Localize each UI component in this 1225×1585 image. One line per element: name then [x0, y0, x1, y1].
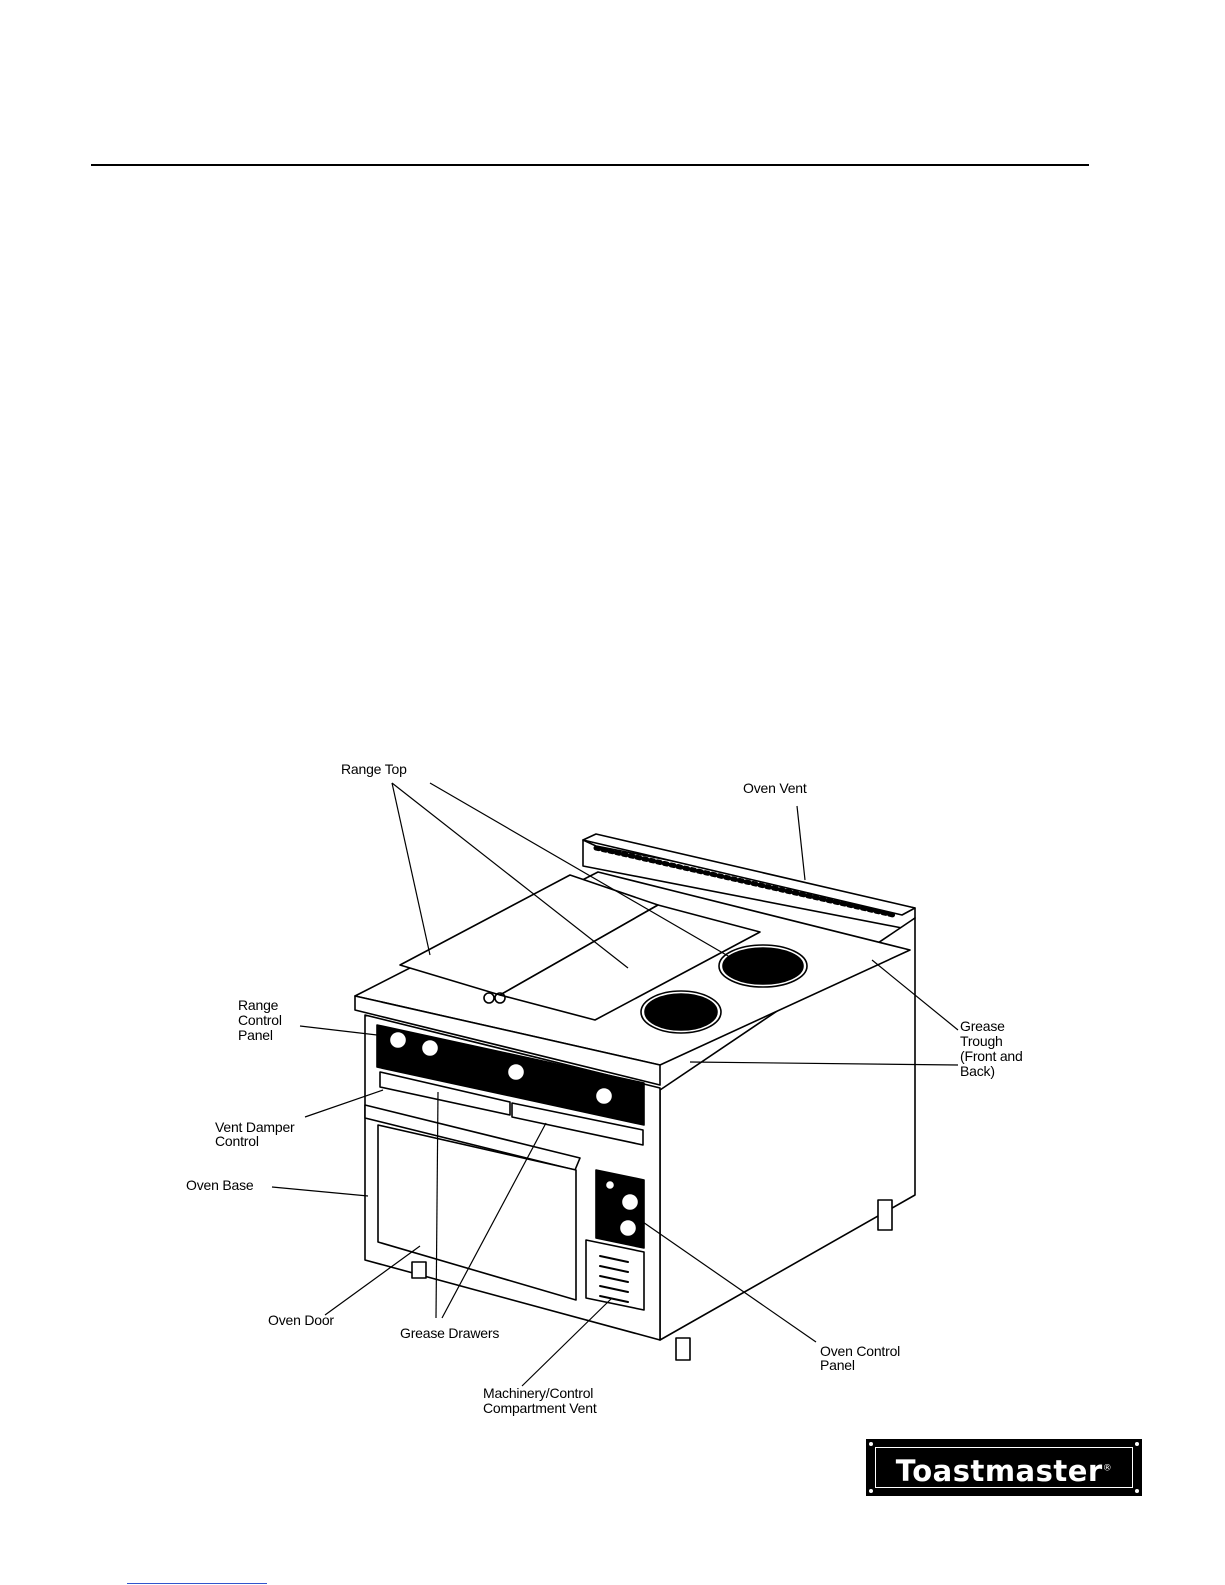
- label-oven-door: Oven Door: [268, 1313, 334, 1328]
- label-grease-trough-3: (Front and: [960, 1049, 1023, 1064]
- label-oven-vent: Oven Vent: [743, 781, 807, 796]
- label-oven-base: Oven Base: [186, 1178, 253, 1193]
- rivet-icon: [1135, 1489, 1139, 1493]
- label-grease-trough-1: Grease: [960, 1019, 1005, 1034]
- label-grease-drawers: Grease Drawers: [400, 1326, 499, 1341]
- footer-link-underline: [127, 1583, 267, 1584]
- rivet-icon: [869, 1489, 873, 1493]
- logo-text: Toastmaster®: [876, 1454, 1132, 1488]
- label-grease-trough-2: Trough: [960, 1034, 1003, 1049]
- label-range-top: Range Top: [341, 762, 407, 777]
- label-machinery-vent-1: Machinery/Control: [483, 1386, 593, 1401]
- logo-wordmark: Toastmaster: [896, 1454, 1103, 1488]
- rivet-icon: [1135, 1442, 1139, 1446]
- oven-control-panel: [596, 1170, 644, 1248]
- registered-mark: ®: [1103, 1463, 1113, 1473]
- label-range-control-panel-3: Panel: [238, 1028, 273, 1043]
- toastmaster-logo: Toastmaster®: [866, 1439, 1142, 1496]
- label-grease-trough-4: Back): [960, 1064, 995, 1079]
- rivet-icon: [869, 1442, 873, 1446]
- label-machinery-vent-2: Compartment Vent: [483, 1401, 597, 1416]
- label-range-control-panel-1: Range: [238, 998, 278, 1013]
- label-range-control-panel-2: Control: [238, 1013, 282, 1028]
- label-oven-control-panel-2: Panel: [820, 1358, 855, 1373]
- logo-border: Toastmaster®: [875, 1447, 1133, 1488]
- label-vent-damper-2: Control: [215, 1134, 259, 1149]
